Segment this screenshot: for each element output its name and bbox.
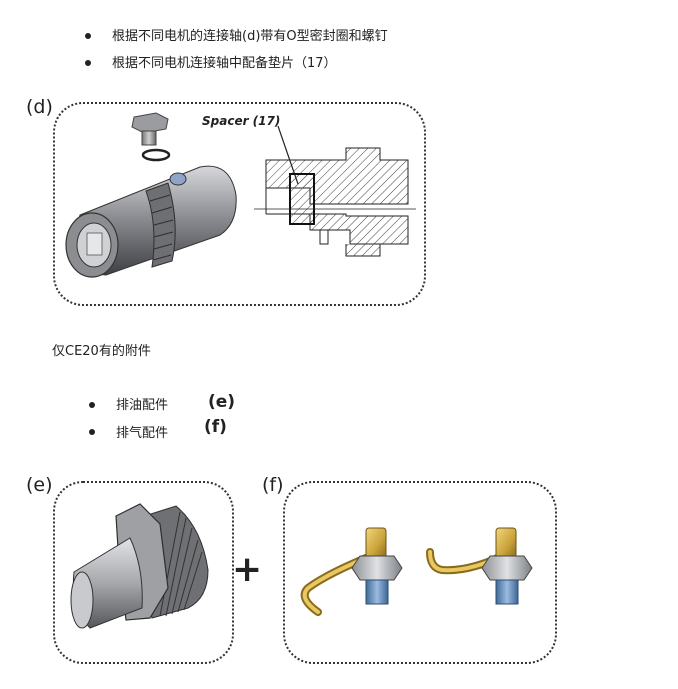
bullet-dot — [85, 33, 91, 39]
bullet-dot — [89, 429, 95, 435]
ce20-heading: 仅CE20有的附件 — [52, 344, 151, 359]
bullet-text-seal: 根据不同电机的连接轴(d)带有O型密封圈和螺钉 — [112, 29, 388, 44]
figure-f-label: (f) — [262, 474, 284, 496]
figure-e-label: (e) — [26, 474, 53, 496]
accessory-drain-text: 排油配件 — [116, 398, 169, 413]
figure-e-frame — [53, 481, 234, 664]
vent-fittings-illustration — [300, 527, 533, 616]
plus-sign: + — [232, 549, 263, 590]
figure-d-frame — [53, 102, 426, 306]
bullet-dot — [89, 402, 95, 408]
coupling-cross-section — [254, 125, 416, 257]
accessory-drain-tag: (e) — [208, 392, 236, 412]
bullet-dot — [85, 60, 91, 66]
bullet-text-spacer: 根据不同电机连接轴中配备垫片（17） — [112, 56, 337, 71]
accessory-vent-tag: (f) — [204, 417, 227, 437]
spacer-callout: Spacer (17) — [202, 114, 281, 128]
shaft-coupling-illustration — [65, 112, 237, 278]
figure-f-frame — [283, 481, 557, 664]
drain-fitting-illustration — [70, 503, 209, 629]
accessory-vent-text: 排气配件 — [116, 426, 169, 441]
figure-d-label: (d) — [26, 96, 53, 118]
